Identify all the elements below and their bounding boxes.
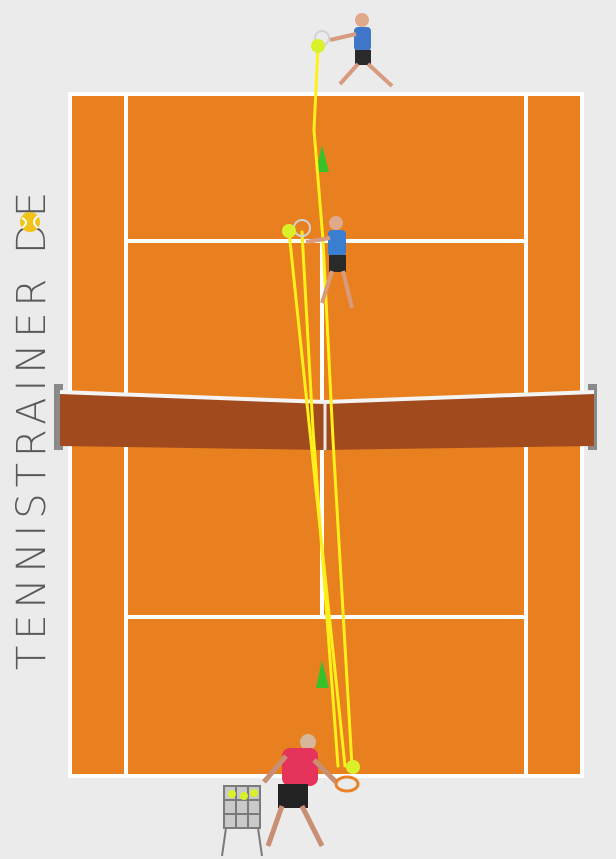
ball-basket-cart <box>222 786 262 856</box>
cart-leg-right <box>258 828 262 856</box>
player-shirt <box>282 748 318 786</box>
brand-name: TENNISTRAINER <box>9 273 55 671</box>
basket-ball <box>240 792 248 800</box>
player-leg-right <box>368 64 392 86</box>
player-leg-right <box>302 806 322 846</box>
tennis-ball <box>311 39 325 53</box>
cart-leg-left <box>222 828 226 856</box>
basket-ball <box>250 789 258 797</box>
basket-ball <box>228 790 236 798</box>
player-head <box>355 13 369 27</box>
racket <box>336 777 358 791</box>
player-leg-left <box>340 64 358 84</box>
player-arm <box>330 34 356 40</box>
tennis-ball <box>282 224 296 238</box>
player-shirt <box>354 27 371 51</box>
player-shorts <box>278 784 308 808</box>
player-head <box>300 734 316 750</box>
player-head <box>329 216 343 230</box>
player-shorts <box>355 50 371 65</box>
tennis-ball <box>346 760 360 774</box>
brand-logo: TENNISTRAINER DE <box>2 398 54 458</box>
player-shirt <box>328 230 346 256</box>
brand-ball-icon <box>18 210 42 234</box>
player-shorts <box>329 255 346 272</box>
player-baseline-top <box>311 13 392 86</box>
player-leg-left <box>268 806 282 846</box>
